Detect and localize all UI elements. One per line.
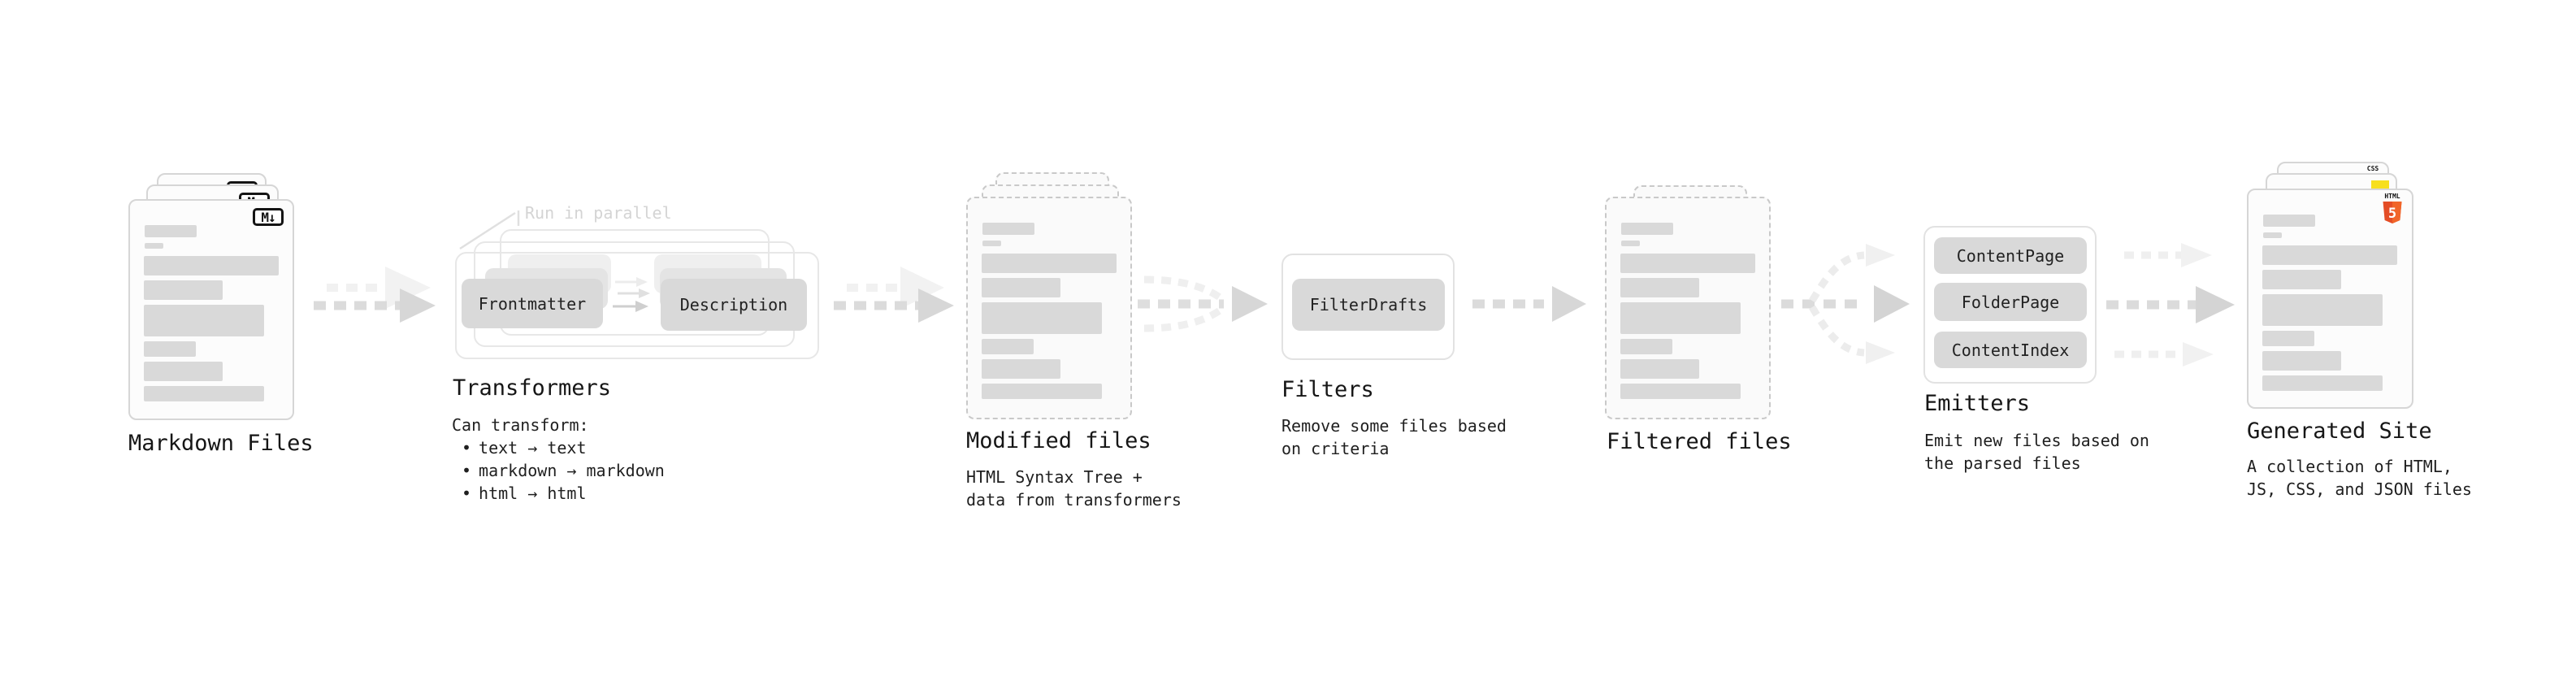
css-icon-label: CSS bbox=[2366, 165, 2379, 172]
stage-heading-emitters: Emitters bbox=[1924, 391, 2031, 416]
emitter-box-contentpage: ContentPage bbox=[1934, 237, 2087, 274]
arrow-filters-to-filtered bbox=[1472, 286, 1586, 322]
text-placeholder-bar bbox=[2262, 375, 2383, 391]
bullet-text: html → html bbox=[479, 484, 587, 503]
emitter-box-label: ContentIndex bbox=[1951, 340, 2070, 360]
text-placeholder-bar bbox=[144, 341, 196, 357]
text-placeholder-bar bbox=[144, 386, 264, 401]
stage-label-markdown-files: Markdown Files bbox=[128, 431, 314, 456]
html5-icon-number: 5 bbox=[2388, 206, 2396, 222]
text-placeholder-bar bbox=[1621, 223, 1673, 235]
generated-doc-card-html: HTML 5 bbox=[2247, 189, 2413, 409]
text-placeholder-bar bbox=[144, 280, 223, 300]
html5-icon-shield: HTML 5 bbox=[2383, 193, 2402, 223]
text-placeholder-bar bbox=[982, 254, 1117, 273]
html5-icon-text: HTML bbox=[2384, 193, 2400, 200]
modified-doc-card-front bbox=[966, 197, 1132, 419]
text-placeholder-bar bbox=[1620, 384, 1741, 399]
text-placeholder-bar bbox=[2262, 351, 2341, 371]
bullet-text: text → text bbox=[479, 438, 587, 458]
text-placeholder-bar bbox=[2262, 331, 2314, 346]
stage-heading-transformers: Transformers bbox=[453, 375, 612, 401]
markdown-icon: M↓ bbox=[253, 208, 284, 226]
text-placeholder-bar bbox=[1620, 278, 1699, 297]
filters-container bbox=[1281, 254, 1455, 360]
text-placeholder-bar bbox=[1620, 359, 1699, 379]
text-placeholder-bar bbox=[982, 384, 1102, 399]
desc-line: Emit new files based on bbox=[1924, 431, 2149, 450]
text-placeholder-bar bbox=[1620, 339, 1672, 354]
transformer-box-label: Frontmatter bbox=[478, 293, 587, 314]
bullet-text: markdown → markdown bbox=[479, 461, 665, 480]
arrow-modified-to-filters bbox=[1138, 275, 1268, 332]
text-placeholder-bar bbox=[982, 339, 1034, 354]
generated-site-description: A collection of HTML, JS, CSS, and JSON … bbox=[2247, 455, 2472, 501]
text-placeholder-bar bbox=[2263, 232, 2282, 238]
stage-label-filtered-files: Filtered files bbox=[1607, 429, 1792, 454]
transformer-box-frontmatter: Frontmatter bbox=[462, 279, 603, 328]
stage-heading-filters: Filters bbox=[1281, 377, 1374, 402]
transformer-box-description: Description bbox=[661, 279, 807, 331]
text-placeholder-bar bbox=[2262, 270, 2341, 289]
emitter-box-label: ContentPage bbox=[1956, 245, 2065, 266]
text-placeholder-bar bbox=[2262, 245, 2397, 265]
text-placeholder-bar bbox=[982, 302, 1102, 334]
arrow-filtered-to-emitters bbox=[1781, 244, 1910, 364]
bullet-marker: • bbox=[462, 461, 472, 480]
text-placeholder-bar bbox=[982, 278, 1060, 297]
text-placeholder-bar bbox=[982, 359, 1060, 379]
transformer-run-pane-front bbox=[455, 252, 819, 359]
filter-box-filterdrafts: FilterDrafts bbox=[1292, 279, 1445, 331]
text-placeholder-bar bbox=[982, 223, 1034, 235]
emitter-box-contentindex: ContentIndex bbox=[1934, 332, 2087, 368]
bullet-marker: • bbox=[462, 484, 472, 503]
markdown-icon-glyph: M↓ bbox=[261, 209, 275, 225]
transformer-box-label: Description bbox=[679, 295, 788, 314]
bullet-marker: • bbox=[462, 438, 472, 458]
transformers-description: Can transform: • text → text • markdown → … bbox=[452, 414, 665, 505]
desc-line: Remove some files based bbox=[1281, 416, 1507, 436]
text-placeholder-bar bbox=[1621, 241, 1640, 246]
text-placeholder-bar bbox=[144, 362, 223, 381]
html5-icon: HTML 5 bbox=[2381, 192, 2404, 229]
emitter-box-folderpage: FolderPage bbox=[1934, 283, 2087, 321]
desc-line: JS, CSS, and JSON files bbox=[2247, 479, 2472, 499]
stage-label-modified-files: Modified files bbox=[966, 428, 1151, 453]
arrows-emitters-to-generated bbox=[2106, 243, 2235, 367]
text-placeholder-bar bbox=[1620, 302, 1741, 334]
desc-line: A collection of HTML, bbox=[2247, 457, 2452, 476]
transform-bullet-line: • html → html bbox=[452, 482, 665, 505]
desc-line: the parsed files bbox=[1924, 453, 2081, 473]
text-placeholder-bar bbox=[2263, 215, 2315, 227]
desc-line: data from transformers bbox=[966, 490, 1182, 510]
text-placeholder-bar bbox=[145, 243, 163, 249]
filtered-doc-card-front bbox=[1605, 197, 1771, 419]
js-icon bbox=[2371, 180, 2389, 189]
text-placeholder-bar bbox=[982, 241, 1001, 246]
emitters-description: Emit new files based on the parsed files bbox=[1924, 429, 2149, 475]
markdown-doc-card-front: M↓ bbox=[128, 199, 294, 420]
desc-line: on criteria bbox=[1281, 439, 1390, 458]
text-placeholder-bar bbox=[1620, 254, 1755, 273]
stage-label-generated-site: Generated Site bbox=[2247, 419, 2432, 444]
desc-line: HTML Syntax Tree + bbox=[966, 467, 1143, 487]
transformers-desc-title: Can transform: bbox=[452, 415, 589, 435]
text-placeholder-bar bbox=[145, 225, 197, 237]
text-placeholder-bar bbox=[144, 305, 264, 336]
transform-bullet-line: • text → text bbox=[452, 436, 665, 459]
text-placeholder-bar bbox=[2262, 294, 2383, 326]
filters-description: Remove some files based on criteria bbox=[1281, 414, 1507, 460]
filter-box-label: FilterDrafts bbox=[1309, 295, 1428, 314]
arrow-markdown-to-transformers bbox=[314, 267, 436, 323]
transform-bullet-line: • markdown → markdown bbox=[452, 459, 665, 482]
emitters-container bbox=[1923, 226, 2097, 384]
modified-files-description: HTML Syntax Tree + data from transformer… bbox=[966, 466, 1182, 511]
emitter-box-label: FolderPage bbox=[1961, 292, 2060, 312]
text-placeholder-bar bbox=[144, 256, 279, 275]
run-in-parallel-note: Run in parallel bbox=[525, 203, 672, 223]
arrow-transformers-to-modified bbox=[834, 267, 954, 323]
